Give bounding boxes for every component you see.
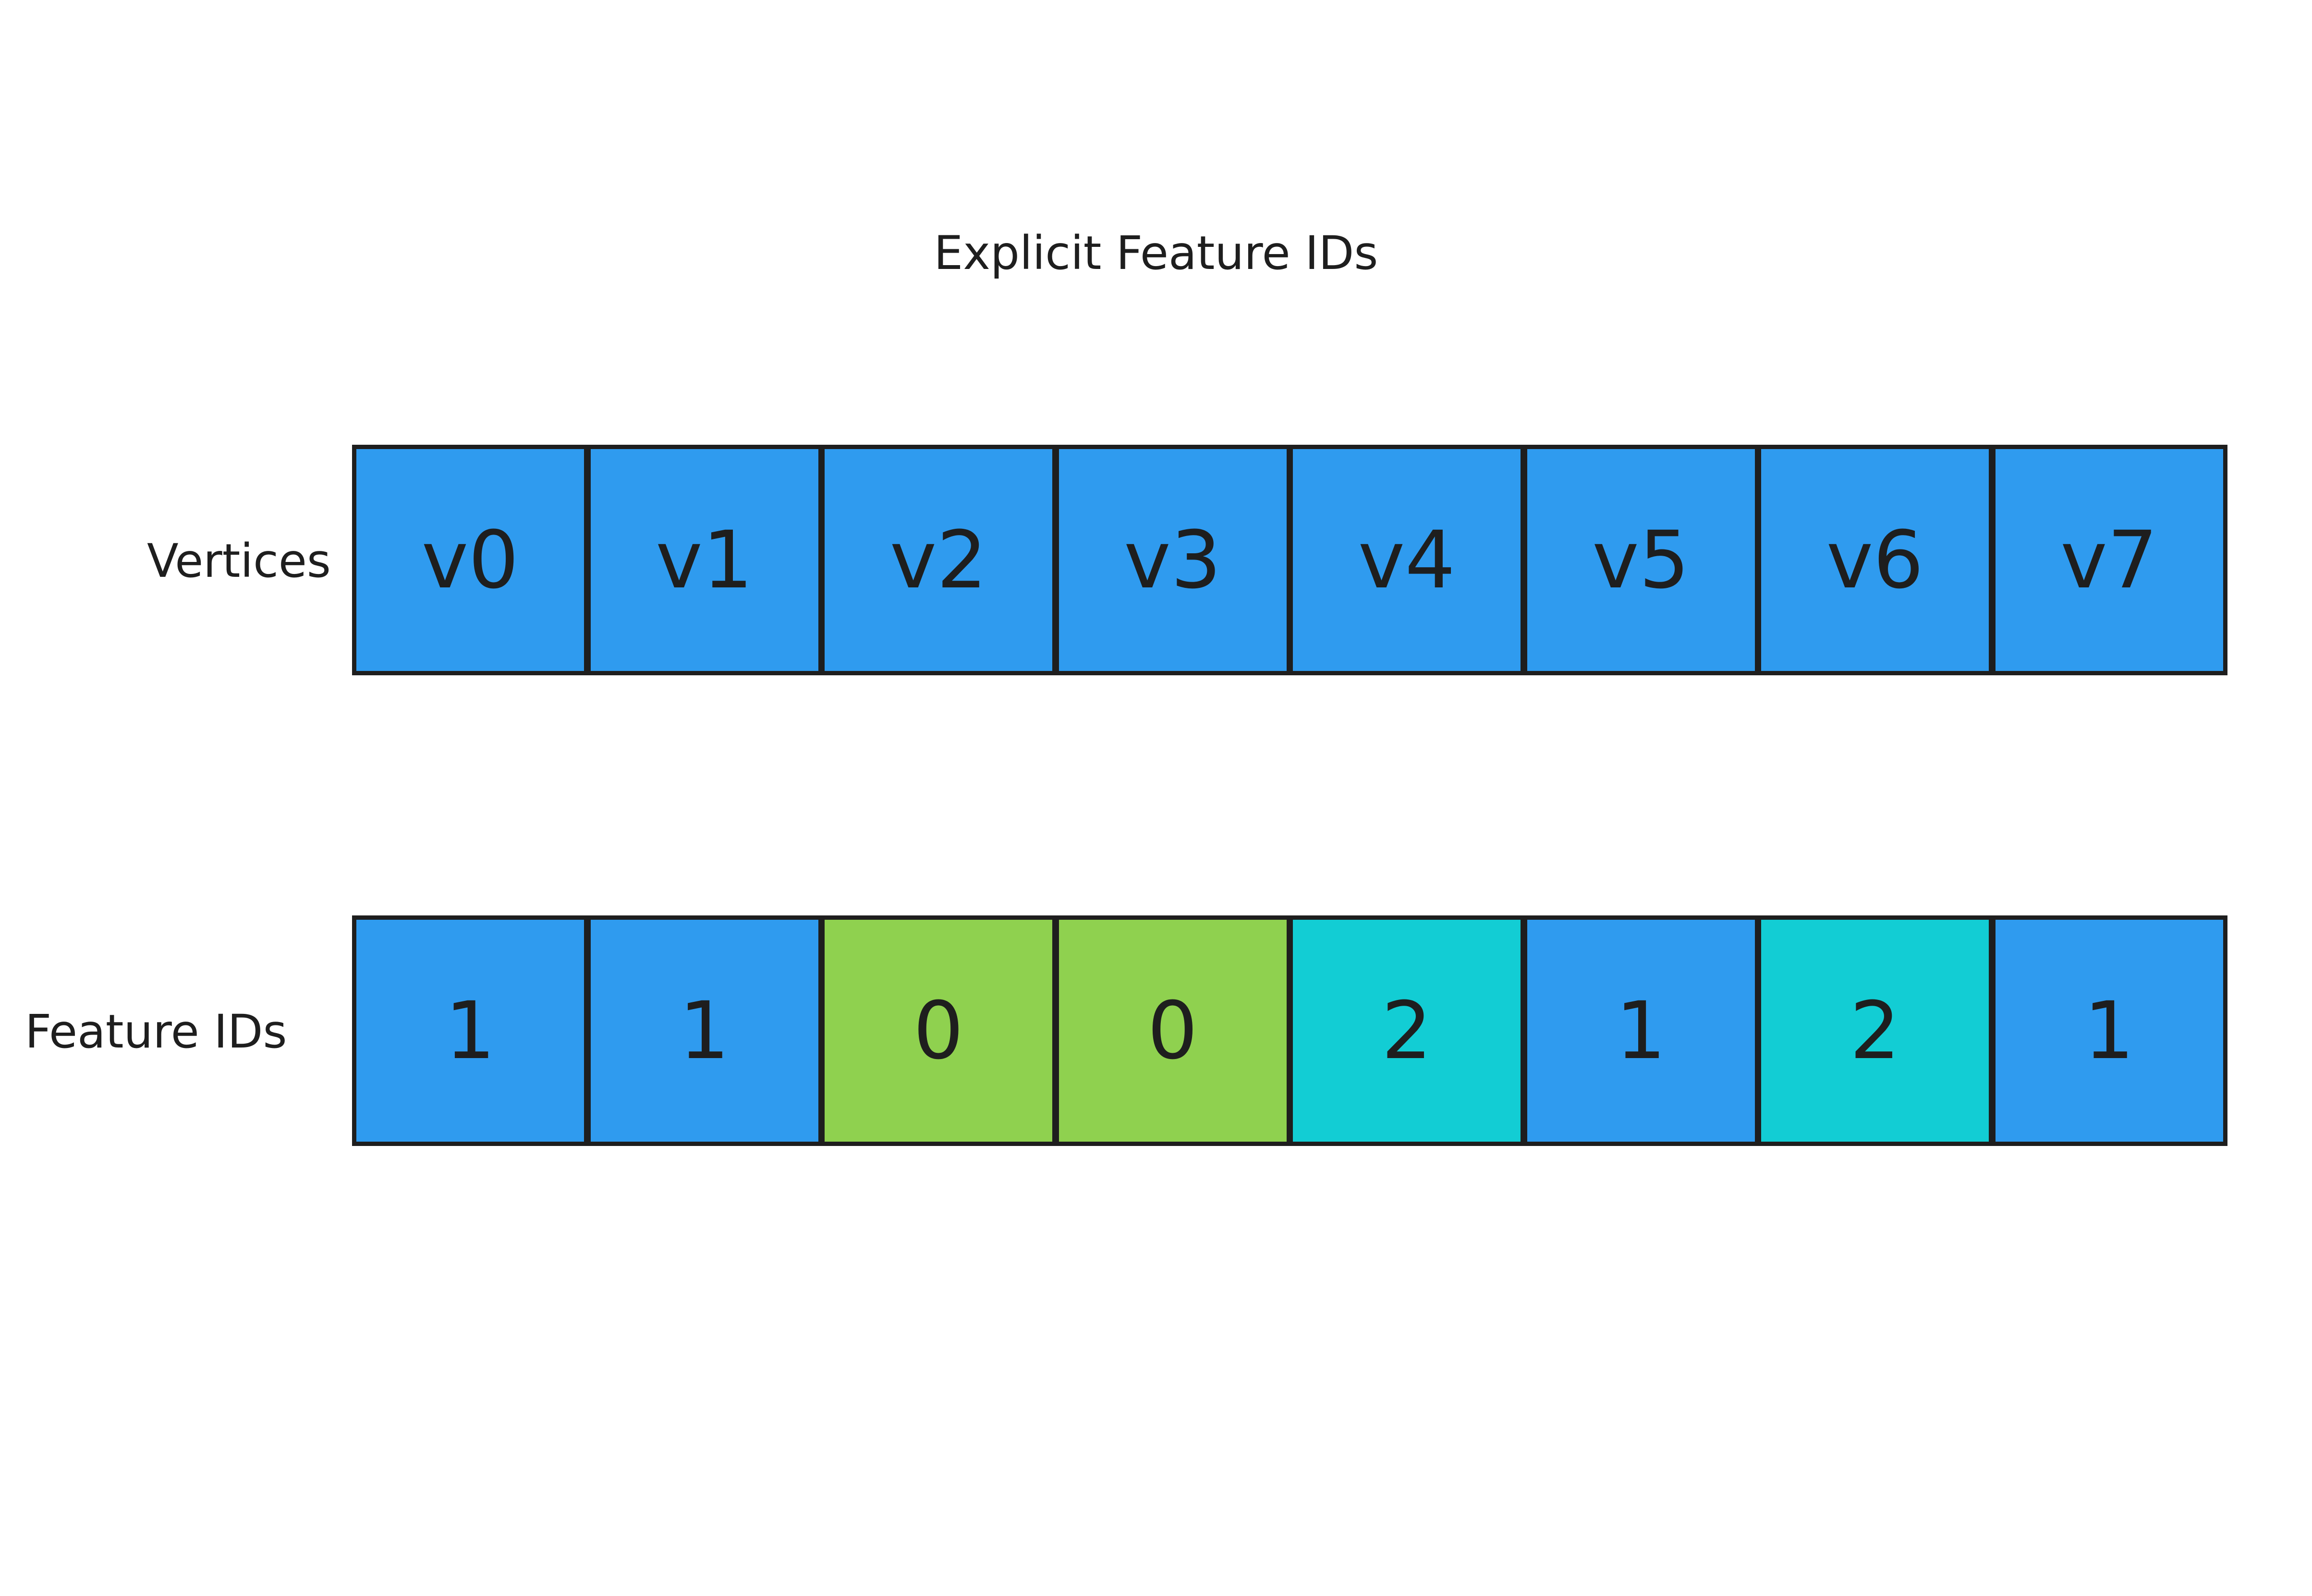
feature-id-cell-1: 1 [586,915,823,1146]
feature-id-cell-2: 0 [820,915,1057,1146]
vertex-cell-v7: v7 [1991,445,2227,675]
feature-id-cell-4: 2 [1289,915,1525,1146]
feature-id-cell-5: 1 [1522,915,1759,1146]
vertex-cell-v5: v5 [1522,445,1759,675]
vertex-cell-v2: v2 [820,445,1057,675]
feature-ids-row-label: Feature IDs [25,1005,287,1059]
diagram-title: Explicit Feature IDs [934,226,1378,280]
vertex-cell-v4: v4 [1289,445,1525,675]
vertex-cell-v6: v6 [1757,445,1993,675]
feature-id-cell-0: 1 [352,915,588,1146]
vertex-cell-v3: v3 [1054,445,1291,675]
feature-id-cell-6: 2 [1757,915,1993,1146]
feature-ids-row: 1 1 0 0 2 1 2 1 [352,915,2242,1146]
vertex-cell-v0: v0 [352,445,588,675]
vertices-row-label: Vertices [147,534,331,588]
vertices-row: v0 v1 v2 v3 v4 v5 v6 v7 [352,445,2242,675]
feature-id-cell-3: 0 [1054,915,1291,1146]
feature-id-cell-7: 1 [1991,915,2227,1146]
vertex-cell-v1: v1 [586,445,823,675]
